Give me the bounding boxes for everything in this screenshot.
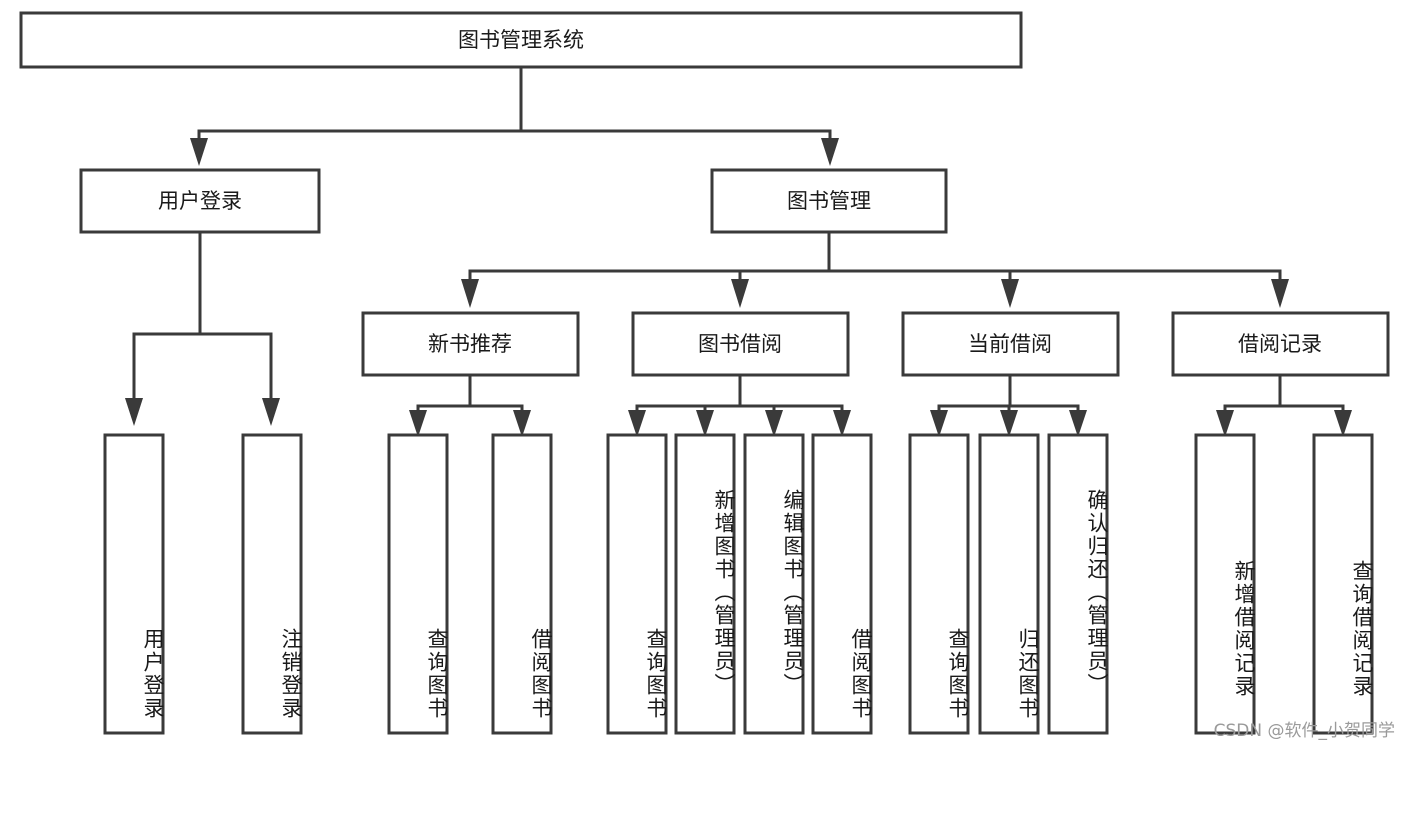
node-user-login[interactable]: 用户登录 [79,168,321,234]
node-current-borrow[interactable]: 当前借阅 [901,311,1120,377]
node-current-borrow-label: 当前借阅 [968,332,1052,356]
arrow-head-bm-2 [731,279,749,308]
node-book-management[interactable]: 图书管理 [710,168,948,234]
leaf-box-edit-book[interactable] [743,433,805,735]
node-root-label: 图书管理系统 [458,28,584,52]
arrow-head-cb-3 [1069,410,1087,437]
leaf-box-logout-login[interactable] [241,433,303,735]
arrow-head-root-2 [821,138,839,166]
arrow-head-bm-3 [1001,279,1019,308]
node-root-box [19,11,1023,69]
node-root[interactable]: 图书管理系统 [19,11,1023,69]
flowchart-diagram: 图书管理系统 用户登录 图书管理 [19,11,1395,741]
node-new-book-recommend-box [361,311,580,377]
node-new-book-recommend[interactable]: 新书推荐 [361,311,580,377]
arrow-head-user-login-1 [125,398,143,426]
arrow-head-cb-2 [1000,410,1018,437]
flowchart-svg: 图书管理系统 用户登录 图书管理 [19,11,1390,735]
node-user-login-label: 用户登录 [158,189,242,213]
arrow-head-cb-1 [930,410,948,437]
leaf-box-add-borrow-record[interactable] [1194,433,1256,735]
arrow-head-nbr-2 [513,410,531,437]
arrow-head-root-1 [190,138,208,166]
node-new-book-recommend-label: 新书推荐 [428,332,512,356]
leaf-box-query-book-1[interactable] [387,433,449,735]
leaf-box-borrow-book-1[interactable] [491,433,553,735]
leaf-box-query-book-3[interactable] [908,433,970,735]
node-borrow-record-label: 借阅记录 [1238,332,1322,356]
node-borrow-record[interactable]: 借阅记录 [1171,311,1390,377]
arrow-head-bm-1 [461,279,479,308]
arrow-head-bm-4 [1271,279,1289,308]
leaf-box-confirm-return[interactable] [1047,433,1109,735]
arrow-head-br-1 [1216,410,1234,437]
leaf-box-user-login[interactable] [103,433,165,735]
csdn-watermark: CSDN @软件_小贺同学 [1213,721,1395,741]
arrow-head-bb-2 [696,410,714,437]
arrow-head-user-login-2 [262,398,280,426]
leaf-box-add-book[interactable] [674,433,736,735]
node-book-management-label: 图书管理 [787,189,871,213]
arrow-head-bb-3 [765,410,783,437]
node-current-borrow-box [901,311,1120,377]
leaf-box-query-borrow-record[interactable] [1312,433,1374,735]
node-borrow-record-box [1171,311,1390,377]
node-book-borrow-label: 图书借阅 [698,332,782,356]
leaf-box-borrow-book-2[interactable] [811,433,873,735]
arrow-head-br-2 [1334,410,1352,437]
leaf-box-query-book-2[interactable] [606,433,668,735]
leaf-box-return-book[interactable] [978,433,1040,735]
node-book-management-box [710,168,948,234]
arrow-head-bb-4 [833,410,851,437]
arrow-head-nbr-1 [409,410,427,437]
arrow-head-bb-1 [628,410,646,437]
node-book-borrow-box [631,311,850,377]
node-book-borrow[interactable]: 图书借阅 [631,311,850,377]
